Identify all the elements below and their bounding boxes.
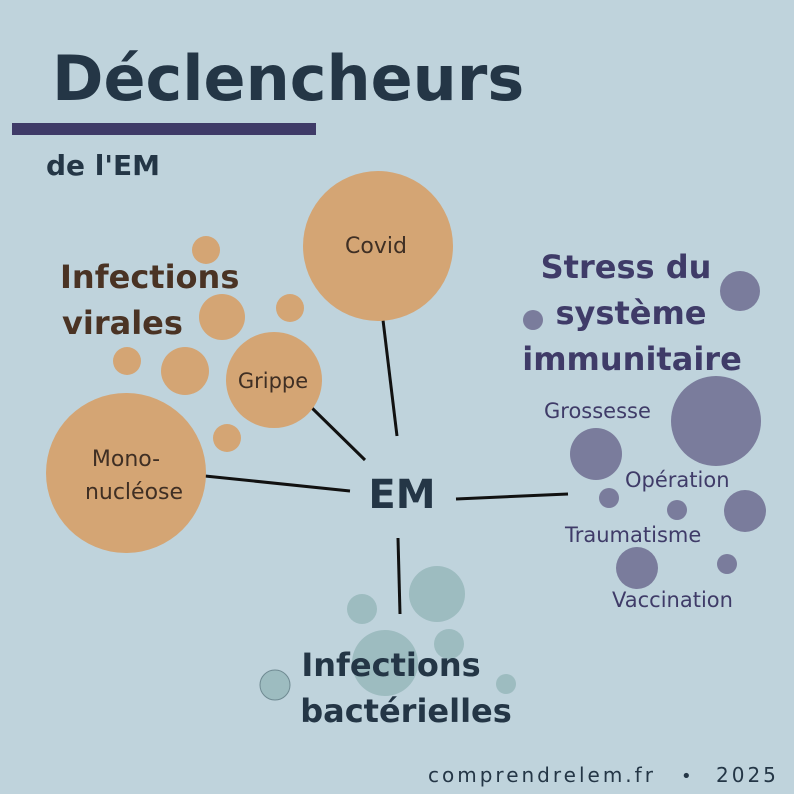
grippe-node bbox=[226, 332, 322, 428]
footer-separator: • bbox=[681, 766, 695, 787]
stress-bubble bbox=[720, 271, 760, 311]
stress-category-line2: système bbox=[556, 294, 707, 332]
grossesse-label: Grossesse bbox=[544, 399, 651, 423]
connector-bacterial bbox=[396, 537, 402, 615]
connector-grippe bbox=[310, 406, 367, 462]
bacterial-bubbles bbox=[259, 566, 516, 701]
stress-bubbles bbox=[523, 271, 766, 589]
connector-stress bbox=[455, 492, 569, 501]
covid-node bbox=[303, 171, 453, 321]
connector-covid bbox=[381, 319, 399, 437]
viral-category-line2: virales bbox=[62, 304, 183, 342]
mononucleose-label-2: nucléose bbox=[85, 480, 183, 505]
mononucleose-label-1: Mono- bbox=[92, 447, 160, 472]
title-underline bbox=[12, 123, 316, 135]
center-label: EM bbox=[368, 472, 435, 518]
viral-bubble bbox=[192, 236, 220, 264]
bacterial-bubble bbox=[434, 629, 464, 659]
page-title: Déclencheurs bbox=[52, 42, 524, 115]
covid-label: Covid bbox=[345, 234, 407, 259]
operation-label: Opération bbox=[625, 468, 730, 492]
viral-bubble bbox=[276, 294, 304, 322]
footer-site: comprendrelem.fr bbox=[428, 763, 656, 787]
viral-bubble bbox=[161, 347, 209, 395]
bacterial-category-line2: bactérielles bbox=[300, 692, 512, 730]
bacterial-bubble bbox=[347, 594, 377, 624]
connectors bbox=[204, 319, 569, 615]
stress-bubble bbox=[671, 376, 761, 466]
vaccination-label: Vaccination bbox=[612, 588, 733, 612]
stress-bubble bbox=[599, 488, 619, 508]
grippe-label: Grippe bbox=[238, 369, 308, 393]
mononucleose-node bbox=[46, 393, 206, 553]
viral-category-line1: Infections bbox=[60, 258, 239, 296]
bacterial-bubble bbox=[496, 674, 516, 694]
page-subtitle: de l'EM bbox=[46, 149, 160, 182]
bacterial-bubble bbox=[352, 630, 418, 696]
stress-bubble bbox=[616, 547, 658, 589]
bacterial-bubble bbox=[259, 669, 291, 701]
stress-bubble bbox=[717, 554, 737, 574]
viral-bubble bbox=[199, 294, 245, 340]
stress-category-line3: immunitaire bbox=[522, 340, 742, 378]
connector-mono bbox=[204, 474, 351, 493]
stress-bubble bbox=[724, 490, 766, 532]
stress-bubble bbox=[570, 428, 622, 480]
traumatisme-label: Traumatisme bbox=[564, 523, 701, 547]
bacterial-bubble bbox=[409, 566, 465, 622]
stress-bubble bbox=[667, 500, 687, 520]
stress-bubble bbox=[523, 310, 543, 330]
viral-bubble bbox=[113, 347, 141, 375]
viral-bubbles bbox=[113, 236, 304, 452]
stress-category-line1: Stress du bbox=[541, 248, 712, 286]
viral-bubble bbox=[213, 424, 241, 452]
bacterial-category-line1: Infections bbox=[301, 646, 480, 684]
footer-year: 2025 bbox=[716, 763, 779, 787]
